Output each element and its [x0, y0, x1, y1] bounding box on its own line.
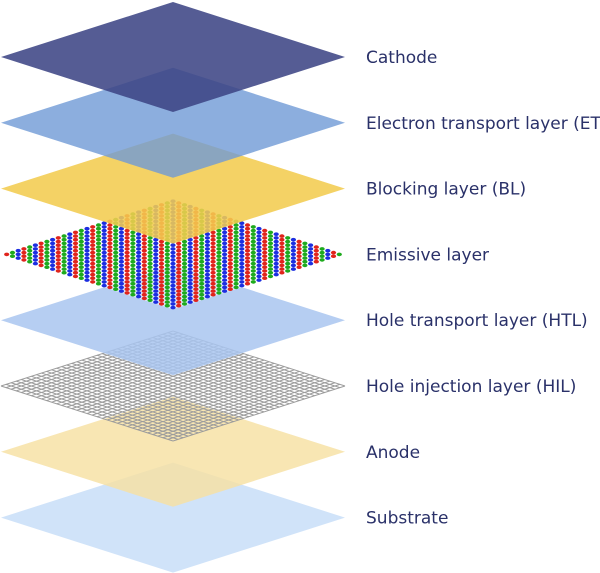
layer-hil-grid [0, 330, 346, 442]
layer-bl-plane [1, 133, 345, 244]
layer-etl [1, 67, 345, 178]
layer-htl [1, 265, 345, 376]
layer-bl [1, 133, 345, 244]
layer-substrate [1, 462, 345, 573]
layer-label-cathode: Cathode [366, 48, 437, 68]
layer-label-hil: Hole injection layer (HIL) [366, 377, 576, 397]
layer-anode-plane [1, 396, 345, 507]
layer-htl-plane [1, 265, 345, 376]
layer-label-htl: Hole transport layer (HTL) [366, 311, 588, 331]
layer-etl-plane [1, 67, 345, 178]
layer-label-etl: Electron transport layer (ETL) [366, 114, 600, 134]
layer-label-bl: Blocking layer (BL) [366, 180, 526, 200]
layer-hil [0, 330, 346, 442]
layer-label-anode: Anode [366, 443, 420, 463]
layer-anode [1, 396, 345, 507]
layer-eml [1, 199, 345, 310]
layer-label-substrate: Substrate [366, 509, 448, 529]
layer-label-eml: Emissive layer [366, 245, 489, 265]
layer-substrate-plane [1, 462, 345, 573]
layer-cathode [1, 2, 345, 112]
layer-cathode-plane [1, 2, 345, 112]
